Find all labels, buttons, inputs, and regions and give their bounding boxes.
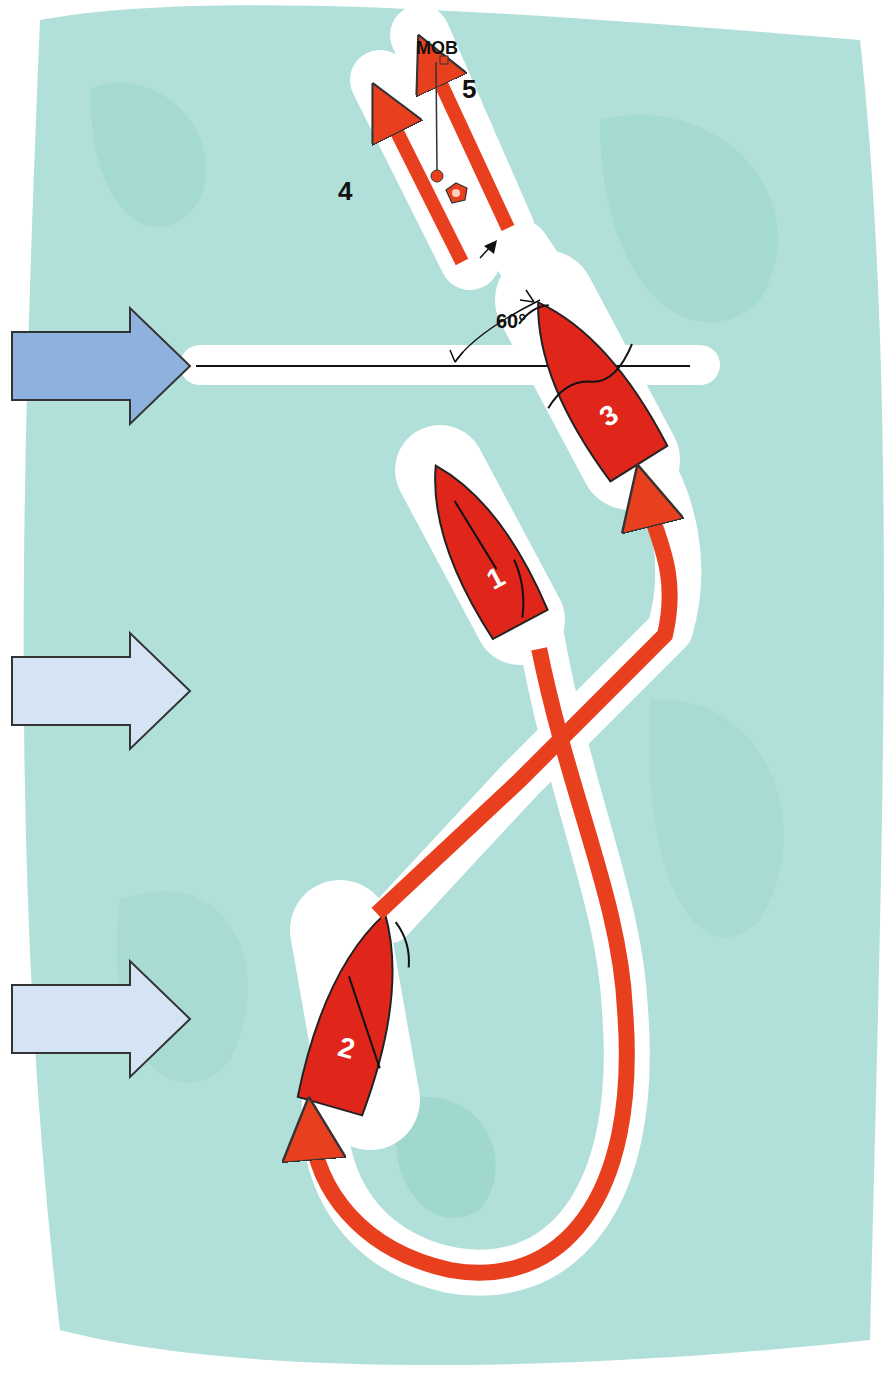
callout-number: 5 [462, 74, 476, 105]
angle-label: 60° [496, 310, 526, 333]
mob-label: MOB [416, 38, 458, 59]
course-arrow [377, 495, 670, 913]
callout-number: 4 [338, 176, 352, 207]
